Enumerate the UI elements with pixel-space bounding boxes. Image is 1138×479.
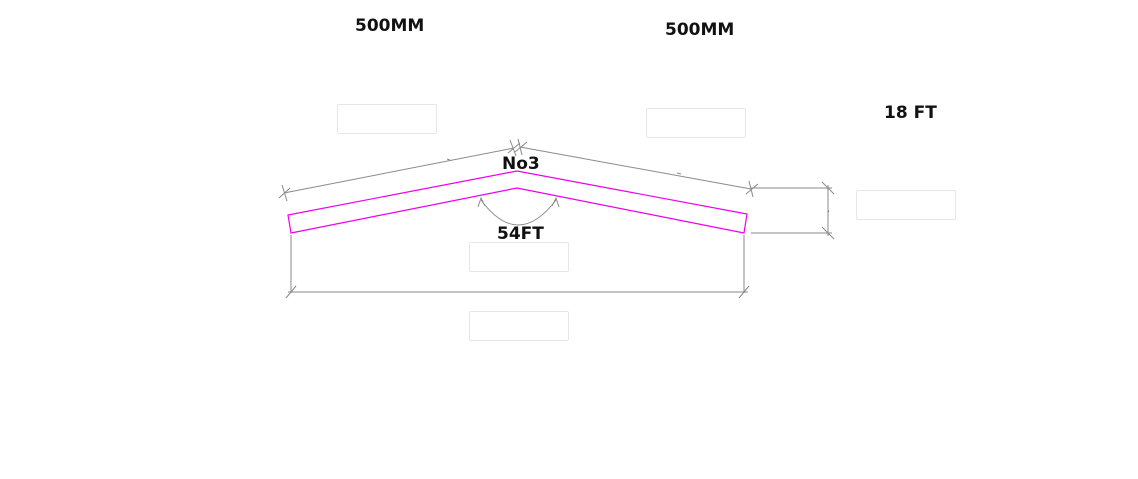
left-segment-input[interactable] — [337, 104, 437, 134]
span-dimension-label: 54FT — [497, 224, 544, 244]
span-input[interactable] — [469, 311, 569, 341]
right-segment-input[interactable] — [646, 108, 746, 138]
rise-dimension-label: 18 FT — [884, 103, 937, 123]
left-segment-dimension-label: 500MM — [355, 16, 425, 36]
right-segment-dimension-label: 500MM — [665, 20, 735, 40]
angle-input[interactable] — [469, 242, 569, 272]
rise-input[interactable] — [856, 190, 956, 220]
apex-marker-label: No3 — [502, 154, 540, 174]
right-slope-dimension-line — [514, 138, 759, 198]
left-slope-dimension-line — [278, 139, 521, 202]
rise-dimension-line — [751, 181, 835, 240]
span-dimension-line — [285, 235, 750, 299]
roof-member-outline — [287, 170, 748, 234]
apex-angle-arc — [477, 196, 560, 226]
